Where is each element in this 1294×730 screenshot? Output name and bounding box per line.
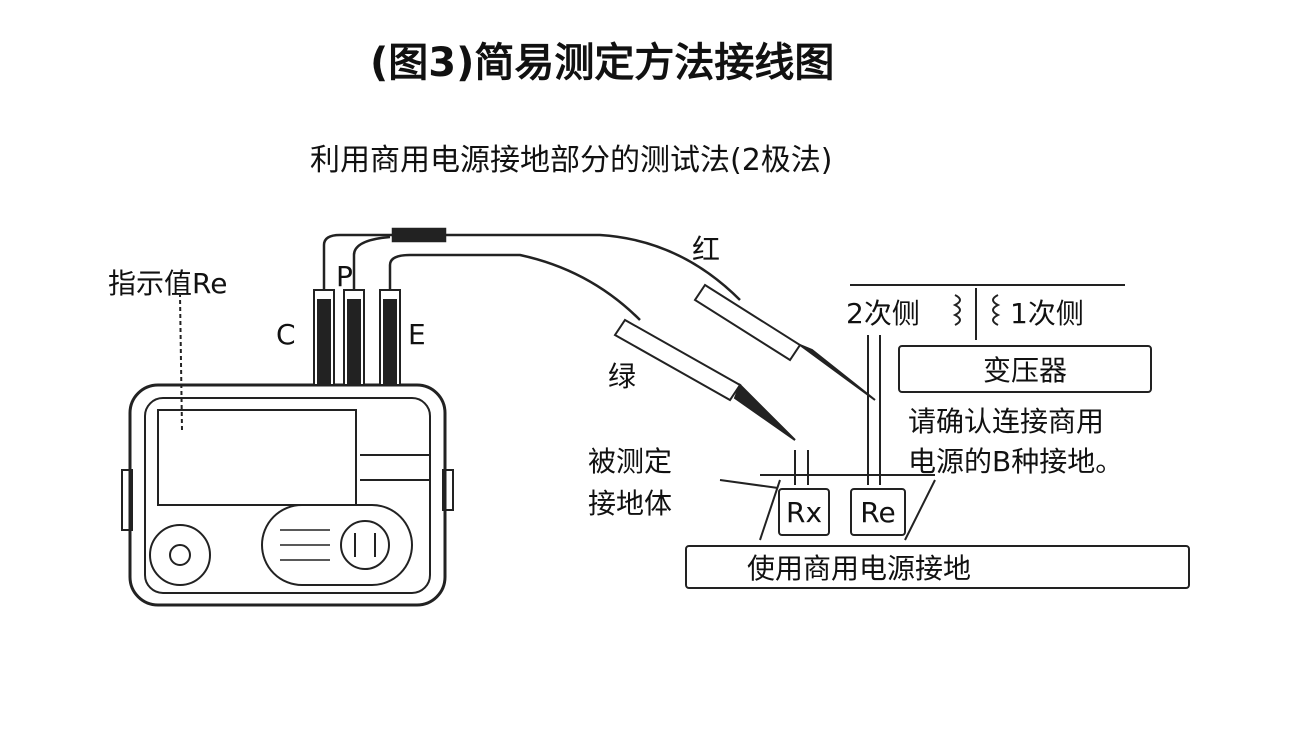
rx-box: Rx (778, 488, 830, 536)
diagram-title: (图3)简易测定方法接线图 (370, 40, 835, 86)
green-clip (613, 318, 796, 441)
confirm-note-line1: 请确认连接商用 (908, 405, 1105, 438)
rotary-switch (261, 504, 413, 586)
confirm-note-line2: 电源的B种接地。 (908, 445, 1124, 478)
diagram-subtitle: 利用商用电源接地部分的测试法(2极法) (310, 143, 833, 178)
red-lead-label: 红 (692, 233, 721, 266)
indicated-value-label: 指示值Re (108, 267, 228, 300)
re-box: Re (850, 488, 906, 536)
green-lead-label: 绿 (608, 360, 637, 393)
transformer-label: 变压器 (982, 354, 1067, 387)
secondary-side-label: 2次侧 (846, 297, 920, 330)
red-clip (693, 283, 876, 401)
transformer-coils (850, 284, 1125, 340)
ground-electrodes (179, 294, 936, 541)
earth-tester-meter (121, 383, 454, 607)
terminal-e-label: E (408, 318, 426, 351)
commercial-ground-box: 使用商用电源接地 (685, 545, 1190, 589)
meter-display (157, 409, 357, 506)
terminal-c-label: C (276, 318, 296, 351)
rx-label: Rx (785, 495, 823, 529)
measured-ground-line1: 被测定 (588, 445, 673, 478)
measured-ground-line2: 接地体 (588, 487, 673, 520)
re-label: Re (860, 495, 896, 529)
test-plugs (313, 289, 401, 386)
transformer-box: 变压器 (898, 345, 1152, 393)
button-icon (149, 524, 211, 586)
test-leads (322, 227, 741, 321)
terminal-p-label: P (336, 260, 353, 293)
commercial-ground-label: 使用商用电源接地 (747, 552, 972, 585)
primary-side-label: 1次侧 (1010, 297, 1084, 330)
